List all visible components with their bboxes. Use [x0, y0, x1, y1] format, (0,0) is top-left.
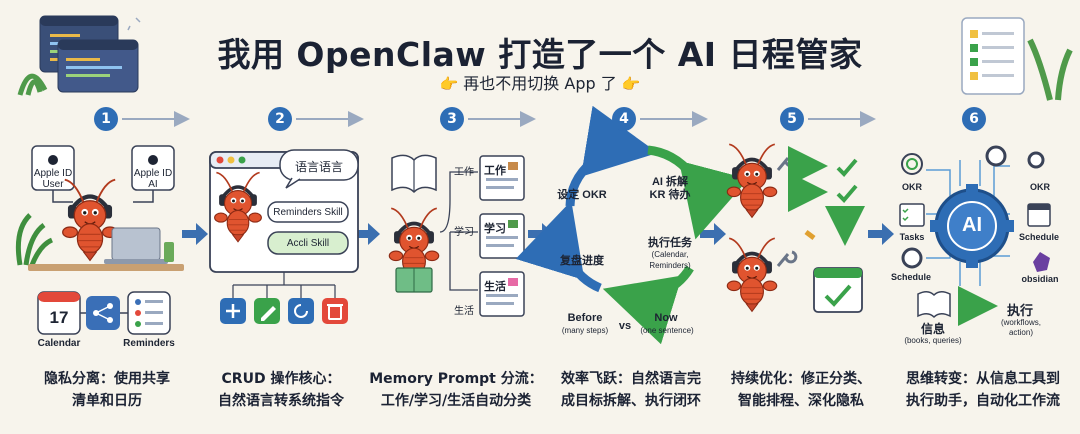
apple-id-role-text: User: [42, 179, 64, 190]
subtitle-text: 再也不用切换 App 了: [463, 74, 617, 93]
reminders-paren-line: Reminders): [649, 261, 691, 270]
now-label: Now: [654, 312, 678, 324]
panel-2-illustration: [209, 149, 359, 324]
step-caption-1: 隐私分离：使用共享 清单和日历: [22, 368, 192, 412]
info-label: 信息: [920, 322, 945, 336]
apple-id-text: Apple ID: [33, 168, 73, 179]
caption-line: Memory Prompt 分流：: [369, 371, 543, 387]
step-caption-4: 效率飞跃：自然语言完 成目标拆解、执行闭环: [546, 368, 716, 412]
caption-line: 清单和日历: [72, 393, 142, 409]
apple-id-user-label: Apple ID User: [32, 168, 74, 190]
step-caption-2: CRUD 操作核心： 自然语言转系统指令: [196, 368, 366, 412]
now-sub-label: (one sentence): [640, 326, 694, 335]
caption-line: 效率飞跃：自然语言完: [561, 371, 701, 387]
before-sub-label: (many steps): [561, 326, 609, 335]
caption-line: 工作/学习/生活自动分类: [380, 393, 532, 409]
execute-task-line: 执行任务: [648, 237, 692, 249]
execute-task-label: 执行任务 (Calendar, Reminders): [636, 238, 704, 271]
card-title-work: 工作: [484, 165, 506, 177]
caption-line: 持续优化：修正分类、: [731, 371, 871, 387]
caption-line: 执行助手，自动化工作流: [906, 393, 1060, 409]
panel-4-cycle: [515, 105, 749, 345]
calendar-label: Calendar: [37, 338, 81, 349]
branch-label-study: 学习: [454, 227, 474, 238]
step-number-4: 4: [612, 107, 636, 131]
step-caption-3: Memory Prompt 分流： 工作/学习/生活自动分类: [366, 368, 546, 412]
action-line: action): [1008, 328, 1033, 337]
set-okr-label: 设定 OKR: [557, 189, 607, 201]
ai-split-line: AI 拆解: [651, 176, 689, 188]
step-number-3: 3: [440, 107, 464, 131]
page-subtitle: 👉 再也不用切换 App 了 👉: [0, 70, 1080, 94]
branch-label-life: 生活: [454, 306, 474, 317]
card-title-study: 学习: [484, 223, 506, 235]
apple-id-role-text: AI: [148, 179, 158, 190]
caption-line: 思维转变：从信息工具到: [906, 371, 1060, 387]
okr-left-label: OKR: [902, 182, 922, 192]
pointing-hand-icon: 👉: [621, 75, 641, 93]
pointing-hand-icon: 👉: [439, 75, 459, 93]
schedule-left-label: Schedule: [890, 272, 931, 282]
language-bubble-text: 语言语言: [294, 160, 343, 174]
execute-sub-label: (workflows, action): [990, 318, 1052, 338]
reminders-skill-label: Reminders Skill: [273, 207, 343, 218]
calendar-day-number: 17: [49, 308, 69, 327]
ai-core-label: AI: [962, 214, 982, 236]
branch-label-work: 工作: [454, 167, 474, 178]
code-window-decoration: [17, 15, 141, 96]
review-progress-label: 复盘进度: [560, 255, 604, 267]
obsidian-label: obsidian: [1021, 274, 1059, 284]
kr-todo-line: KR 待办: [649, 189, 691, 201]
panel-5-illustration: [725, 142, 865, 314]
caption-line: 隐私分离：使用共享: [44, 371, 170, 387]
info-sub-label: (books, queries): [904, 336, 962, 345]
apple-id-text: Apple ID: [133, 168, 173, 179]
step-number-6: 6: [962, 107, 986, 131]
reminders-label: Reminders: [123, 338, 175, 349]
before-label: Before: [567, 312, 603, 324]
step-number-5: 5: [780, 107, 804, 131]
caption-line: 成目标拆解、执行闭环: [561, 393, 701, 409]
step-number-1: 1: [94, 107, 118, 131]
caption-line: 自然语言转系统指令: [218, 393, 344, 409]
caption-line: 智能排程、深化隐私: [738, 393, 864, 409]
vs-label: vs: [618, 320, 632, 332]
panel-3-illustration: [387, 154, 525, 317]
tasks-label: Tasks: [899, 232, 925, 242]
step-caption-5: 持续优化：修正分类、 智能排程、深化隐私: [716, 368, 886, 412]
okr-right-label: OKR: [1030, 182, 1050, 192]
accli-skill-label: Accli Skill: [286, 238, 330, 249]
ai-split-label: AI 拆解 KR 待办: [640, 176, 700, 202]
panel-6-illustration: [899, 145, 1051, 326]
card-title-life: 生活: [484, 281, 506, 293]
page-title: 我用 OpenClaw 打造了一个 AI 日程管家: [217, 35, 863, 74]
calendar-paren-line: (Calendar,: [651, 250, 689, 259]
step-number-2: 2: [268, 107, 292, 131]
caption-line: CRUD 操作核心：: [221, 371, 341, 387]
apple-id-ai-label: Apple ID AI: [132, 168, 174, 190]
workflows-line: (workflows,: [1000, 318, 1041, 327]
step-caption-6: 思维转变：从信息工具到 执行助手，自动化工作流: [890, 368, 1076, 412]
execute-label: 执行: [1006, 303, 1033, 318]
panel-1-illustration: [15, 145, 184, 335]
schedule-right-label: Schedule: [1018, 232, 1059, 242]
checklist-document-decoration: [961, 17, 1073, 101]
